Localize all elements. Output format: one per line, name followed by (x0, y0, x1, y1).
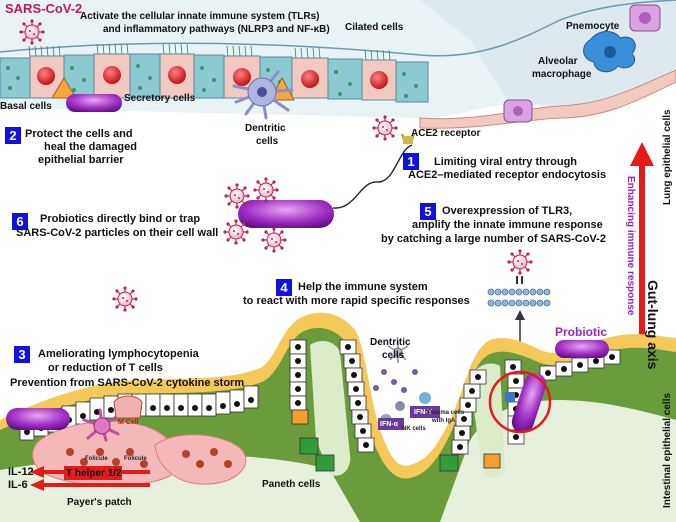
step-5-line-2: amplify the innate immune response (412, 219, 603, 231)
step-2-badge: 2 (5, 127, 21, 144)
il6-label: IL-6 (8, 479, 28, 491)
nk-cells-label: NK cells (402, 426, 426, 432)
alveolar-macrophage-label-1: Alveolar (538, 56, 578, 67)
activate-line-2: and inflammatory pathways (NLRP3 and NF-… (103, 24, 330, 35)
cilated-cells-label: Cilated cells (345, 22, 404, 33)
dentritic-cells-lung-label-2: cells (256, 136, 279, 147)
step-3-badge: 3 (14, 346, 30, 363)
step-4-line-1: Help the immune system (298, 281, 428, 293)
gut-lung-axis-label: Gut-lung axis (645, 280, 661, 370)
step-1-line-2: ACE2–mediated receptor endocytosis (408, 169, 607, 181)
step-4-line-2: to react with more rapid specific respon… (243, 295, 470, 307)
m-cell-label: M Cell (118, 419, 139, 426)
virus-label: SARS-CoV-2 (5, 1, 83, 16)
step-6-badge: 6 (12, 213, 28, 230)
payers-patch-label: Payer's patch (67, 497, 132, 508)
folicule-label-2: Folicule (124, 456, 147, 462)
lung-epithelial-cells-label: Lung epithelial cells (662, 109, 673, 205)
enhancing-immune-response-label: Enhancing immune response (625, 176, 636, 316)
dentritic-cells-gut-label-2: cells (382, 350, 405, 361)
ifn-alpha-label: IFN-α (380, 421, 398, 428)
step-4-badge: 4 (276, 279, 292, 296)
ifn-gamma-label: IFN-Y (414, 409, 433, 416)
step-3-line-3: Prevention from SARS-CoV-2 cytokine stor… (10, 377, 245, 389)
probiotic-label: Probiotic (555, 325, 608, 339)
paneth-cells-label: Paneth cells (262, 479, 321, 490)
step-2-line-3: epithelial barrier (38, 154, 124, 166)
step-2-line-2: heal the damaged (44, 141, 137, 153)
alveolar-macrophage-label-2: macrophage (532, 69, 592, 80)
step-1-line-1: Limiting viral entry through (434, 156, 578, 168)
dentritic-cells-lung-label-1: Dentritic (245, 123, 286, 134)
activate-line-1: Activate the cellular innate immune syst… (80, 11, 320, 22)
pnemocyte-label: Pnemocyte (566, 21, 620, 32)
step-6-line-2: SARS-CoV-2 particles on their cell wall (16, 227, 219, 239)
dentritic-cells-gut-label-1: Dentritic (370, 337, 411, 348)
plasma-cells-label-2: with IgA (432, 418, 456, 424)
t-helper-label: T helper 1/2 (66, 468, 122, 479)
ace2-receptor-label: ACE2 receptor (411, 128, 481, 139)
step-1-badge: 1 (403, 153, 419, 170)
intestinal-epithelial-cells-label: Intestinal epithelial cells (662, 392, 673, 508)
step-6-line-1: Probiotics directly bind or trap (40, 213, 201, 225)
step-5-line-1: Overexpression of TLR3, (442, 205, 573, 217)
step-3-line-1: Ameliorating lymphocytopenia (38, 348, 199, 360)
folicule-label-1: Folicule (85, 456, 108, 462)
il12-label: IL-12 (8, 466, 34, 478)
step-3-line-2: or reduction of T cells (48, 362, 163, 374)
step-2-line-1: Protect the cells and (25, 128, 133, 140)
step-5-line-3: by catching a large number of SARS-CoV-2 (381, 233, 606, 245)
basal-cells-label: Basal cells (0, 101, 52, 112)
step-5-badge: 5 (420, 203, 436, 220)
plasma-cells-label-1: Plasma cells (428, 410, 465, 416)
secretory-cells-label: Secretory cells (124, 93, 196, 104)
